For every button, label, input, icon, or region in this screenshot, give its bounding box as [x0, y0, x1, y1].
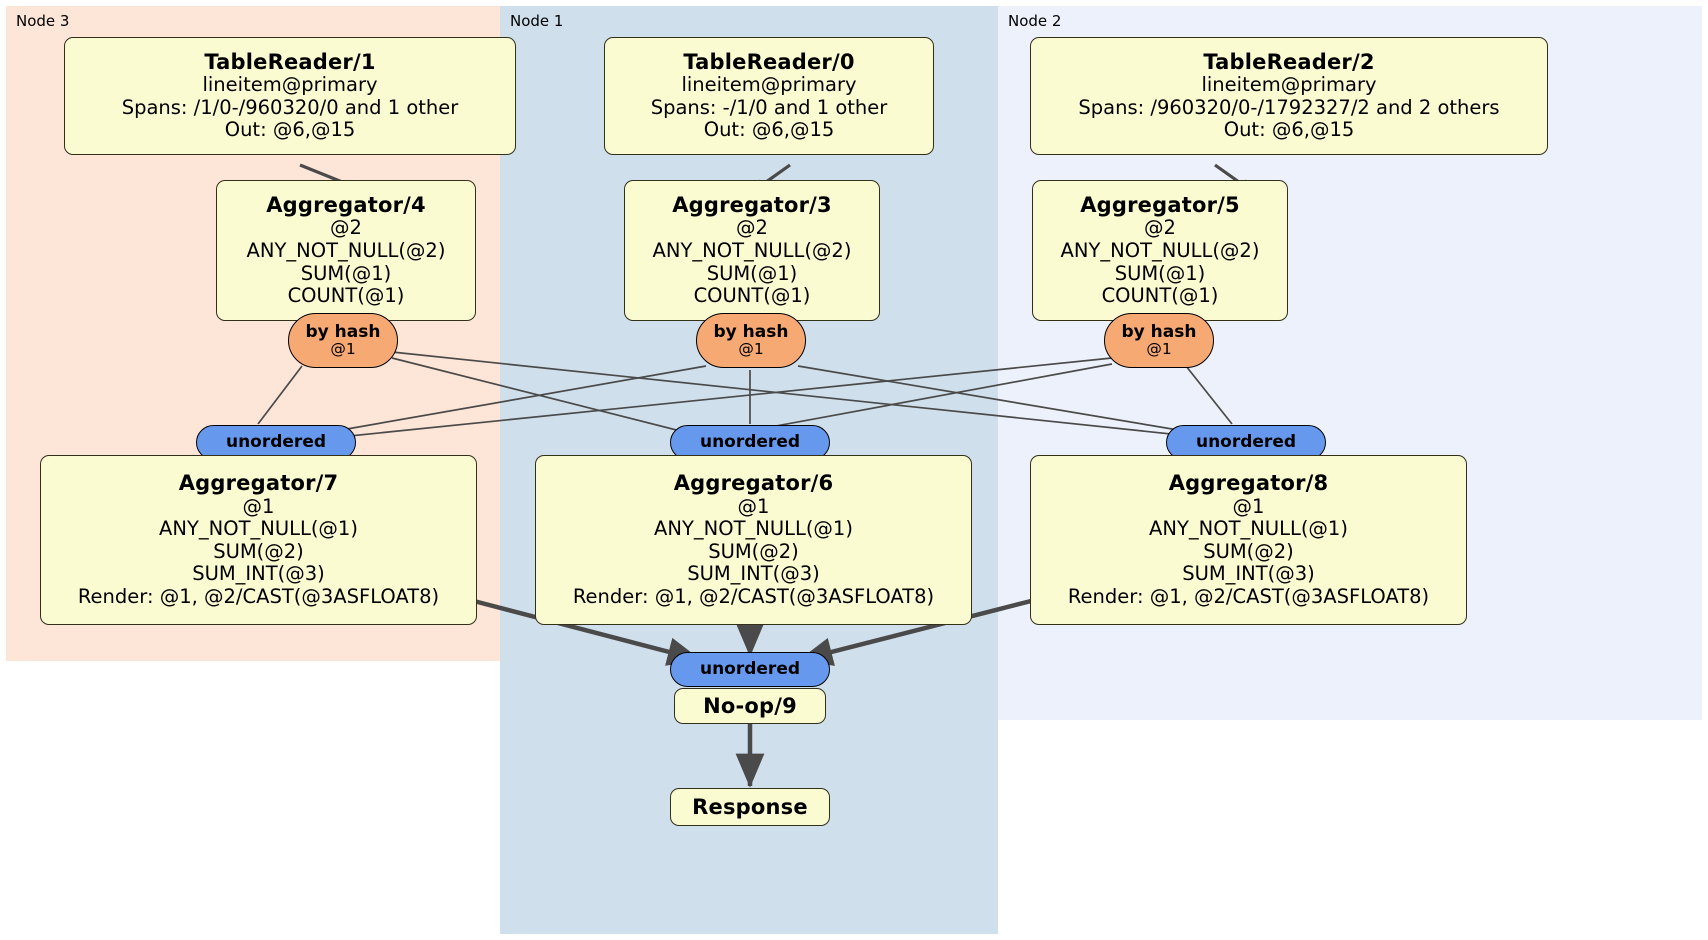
processor-line: Out: @6,@15: [703, 118, 835, 142]
hash-router-label: by hash: [305, 321, 381, 342]
processor-line: SUM(@1): [706, 261, 798, 285]
processor-line: SUM_INT(@3): [1182, 562, 1315, 586]
region-node-3-label: Node 3: [16, 12, 70, 30]
processor-title: No-op/9: [703, 693, 797, 718]
processor-line: ANY_NOT_NULL(@1): [159, 517, 358, 541]
hash-router-column: @1: [330, 340, 356, 359]
processor-line: COUNT(@1): [287, 284, 405, 308]
synchronizer-label: unordered: [1195, 432, 1297, 453]
hash-router-center[interactable]: by hash @1: [696, 313, 806, 368]
region-node-2-label: Node 2: [1008, 12, 1062, 30]
processor-line: SUM(@1): [1114, 261, 1206, 285]
processor-line: SUM(@1): [300, 261, 392, 285]
processor-line: ANY_NOT_NULL(@1): [654, 517, 853, 541]
processor-line: Render: @1, @2/CAST(@3ASFLOAT8): [1067, 585, 1430, 609]
synchronizer-right[interactable]: unordered: [1166, 425, 1326, 460]
processor-aggregator-7[interactable]: Aggregator/7 @1 ANY_NOT_NULL(@1) SUM(@2)…: [40, 455, 477, 625]
processor-title: Aggregator/6: [673, 471, 834, 496]
processor-noop-9[interactable]: No-op/9: [674, 688, 826, 724]
processor-title: Aggregator/8: [1168, 471, 1329, 496]
processor-line: Render: @1, @2/CAST(@3ASFLOAT8): [572, 585, 935, 609]
processor-line: SUM(@2): [708, 539, 799, 563]
processor-response[interactable]: Response: [670, 788, 830, 826]
synchronizer-label: unordered: [699, 432, 801, 453]
processor-aggregator-8[interactable]: Aggregator/8 @1 ANY_NOT_NULL(@1) SUM(@2)…: [1030, 455, 1467, 625]
processor-line: COUNT(@1): [1101, 284, 1219, 308]
processor-line: SUM(@2): [1203, 539, 1294, 563]
processor-line: Out: @6,@15: [224, 118, 356, 142]
processor-line: Render: @1, @2/CAST(@3ASFLOAT8): [77, 585, 440, 609]
processor-line: ANY_NOT_NULL(@1): [1149, 517, 1348, 541]
processor-line: SUM(@2): [213, 539, 304, 563]
processor-title: TableReader/0: [683, 49, 855, 74]
processor-line: Spans: -/1/0 and 1 other: [650, 95, 888, 119]
synchronizer-left[interactable]: unordered: [196, 425, 356, 460]
region-node-1-label: Node 1: [510, 12, 564, 30]
synchronizer-center[interactable]: unordered: [670, 425, 830, 460]
synchronizer-final[interactable]: unordered: [670, 652, 830, 687]
processor-table-reader-2[interactable]: TableReader/2 lineitem@primary Spans: /9…: [1030, 37, 1548, 155]
processor-line: Out: @6,@15: [1223, 118, 1355, 142]
processor-table-reader-0[interactable]: TableReader/0 lineitem@primary Spans: -/…: [604, 37, 934, 155]
processor-line: ANY_NOT_NULL(@2): [1060, 239, 1260, 263]
processor-title: Aggregator/4: [266, 193, 426, 218]
processor-line: lineitem@primary: [1201, 73, 1377, 97]
hash-router-label: by hash: [713, 321, 789, 342]
processor-line: lineitem@primary: [681, 73, 857, 97]
processor-table-reader-1[interactable]: TableReader/1 lineitem@primary Spans: /1…: [64, 37, 516, 155]
processor-line: @1: [242, 494, 275, 518]
processor-line: SUM_INT(@3): [192, 562, 325, 586]
processor-title: Aggregator/3: [672, 193, 832, 218]
synchronizer-label: unordered: [225, 432, 327, 453]
hash-router-left[interactable]: by hash @1: [288, 313, 398, 368]
processor-line: SUM_INT(@3): [687, 562, 820, 586]
processor-title: TableReader/2: [1203, 49, 1375, 74]
processor-title: Response: [692, 794, 808, 819]
processor-aggregator-3[interactable]: Aggregator/3 @2 ANY_NOT_NULL(@2) SUM(@1)…: [624, 180, 880, 321]
processor-title: Aggregator/5: [1080, 193, 1240, 218]
processor-line: Spans: /1/0-/960320/0 and 1 other: [121, 95, 459, 119]
processor-title: TableReader/1: [204, 49, 376, 74]
processor-line: lineitem@primary: [202, 73, 378, 97]
processor-line: COUNT(@1): [693, 284, 811, 308]
hash-router-right[interactable]: by hash @1: [1104, 313, 1214, 368]
hash-router-column: @1: [1146, 340, 1172, 359]
processor-aggregator-6[interactable]: Aggregator/6 @1 ANY_NOT_NULL(@1) SUM(@2)…: [535, 455, 972, 625]
hash-router-label: by hash: [1121, 321, 1197, 342]
processor-line: ANY_NOT_NULL(@2): [246, 239, 446, 263]
synchronizer-label: unordered: [699, 659, 801, 680]
processor-aggregator-5[interactable]: Aggregator/5 @2 ANY_NOT_NULL(@2) SUM(@1)…: [1032, 180, 1288, 321]
processor-line: ANY_NOT_NULL(@2): [652, 239, 852, 263]
processor-line: @1: [1232, 494, 1265, 518]
processor-line: @2: [736, 216, 768, 240]
processor-line: @2: [1144, 216, 1176, 240]
processor-title: Aggregator/7: [178, 471, 339, 496]
processor-aggregator-4[interactable]: Aggregator/4 @2 ANY_NOT_NULL(@2) SUM(@1)…: [216, 180, 476, 321]
processor-line: @1: [737, 494, 770, 518]
processor-line: @2: [330, 216, 362, 240]
processor-line: Spans: /960320/0-/1792327/2 and 2 others: [1078, 95, 1500, 119]
hash-router-column: @1: [738, 340, 764, 359]
